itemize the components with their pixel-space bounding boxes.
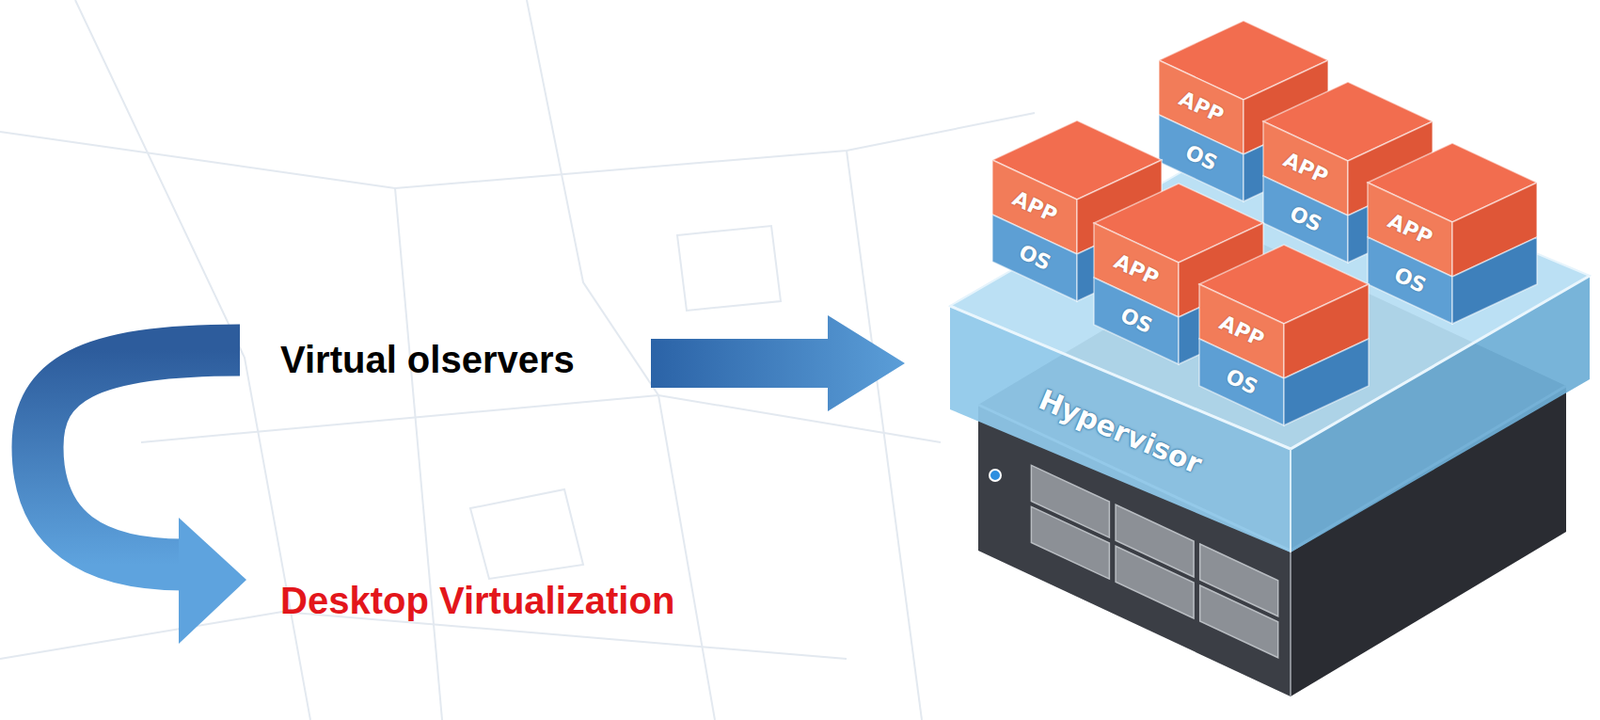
power-led: [989, 469, 1001, 481]
os-face: [1093, 277, 1179, 365]
hypervisor-layer: HypervisorAPPOSAPPOSAPPOSAPPOSAPPOSAPPOS: [950, 132, 1590, 553]
curved-arrow-head: [178, 517, 247, 644]
highlight-label: Desktop Virtualization: [280, 579, 675, 621]
straight-arrow: [650, 315, 905, 412]
vm-cube: APPOS: [1367, 142, 1537, 324]
topic-label: Virtual olservers: [280, 338, 575, 381]
os-side: [1452, 237, 1537, 324]
curved-arrow: [37, 349, 240, 565]
drive-panel: [1115, 545, 1194, 618]
os-face: [1367, 237, 1453, 324]
os-face: [992, 214, 1078, 301]
server-edge: [1289, 550, 1292, 697]
drive-panel: [1200, 585, 1279, 658]
os-face: [1199, 338, 1284, 426]
slab-edge: [1289, 448, 1292, 553]
vm-cube: APPOS: [1199, 244, 1369, 426]
os-side: [1283, 338, 1369, 426]
drive-panel: [1030, 506, 1109, 579]
